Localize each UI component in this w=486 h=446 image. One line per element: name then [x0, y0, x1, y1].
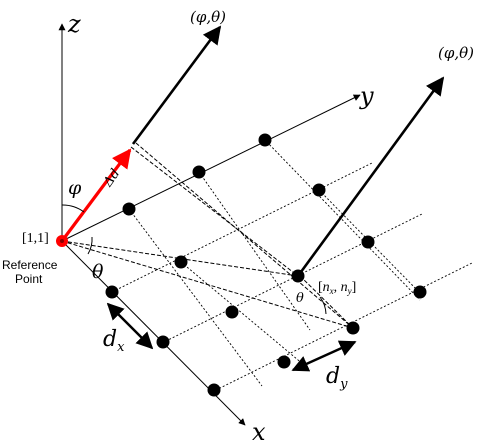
- spacing-arrows: [106, 302, 357, 372]
- phi-label: φ: [68, 177, 82, 199]
- path-difference-lines: [61, 142, 354, 329]
- array-element: [192, 165, 206, 179]
- array-element: [122, 202, 136, 216]
- array-element: [258, 133, 272, 147]
- direction-label-2: (φ,θ): [438, 44, 474, 62]
- phi-arc: [61, 204, 85, 213]
- array-elements: [105, 133, 427, 397]
- direction-ray-1: [131, 25, 222, 145]
- theta-small-label: θ: [296, 291, 304, 306]
- dy-arrow: [291, 340, 357, 372]
- reference-point-center: [60, 239, 64, 243]
- reference-caption-line2: Point: [15, 272, 43, 286]
- theta-label: θ: [92, 261, 104, 283]
- array-element: [277, 355, 291, 369]
- array-element: [413, 285, 427, 299]
- z-axis-label: z: [67, 10, 81, 38]
- array-element: [312, 183, 326, 197]
- dx-arrow: [106, 302, 154, 350]
- angle-arcs: [61, 204, 327, 315]
- theta-small-arc: [319, 296, 327, 315]
- array-element: [174, 255, 188, 269]
- array-element: [346, 321, 360, 335]
- array-element: [207, 383, 221, 397]
- direction-label-1: (φ,θ): [190, 8, 226, 26]
- array-element: [361, 235, 375, 249]
- direction-ray-2: [296, 76, 445, 277]
- array-element: [105, 285, 119, 299]
- y-axis: [61, 94, 361, 242]
- array-element: [291, 269, 305, 283]
- delta-d-vector: [60, 148, 132, 242]
- reference-index-label: [1,1]: [22, 231, 49, 246]
- x-axis-label: x: [252, 418, 266, 446]
- x-axis: [61, 240, 246, 426]
- theta-arc: [87, 236, 93, 255]
- dx-label: dx: [103, 327, 125, 355]
- array-grid-lines: [111, 138, 473, 393]
- coordinate-axes: [58, 23, 361, 426]
- dy-label: dy: [326, 364, 348, 392]
- reference-caption-line1: Reference: [2, 258, 58, 272]
- array-element: [156, 335, 170, 349]
- array-element: [225, 305, 239, 319]
- element-index-label: [nx, ny]: [318, 280, 356, 296]
- y-axis-label: y: [359, 82, 374, 110]
- direction-rays: [131, 25, 445, 277]
